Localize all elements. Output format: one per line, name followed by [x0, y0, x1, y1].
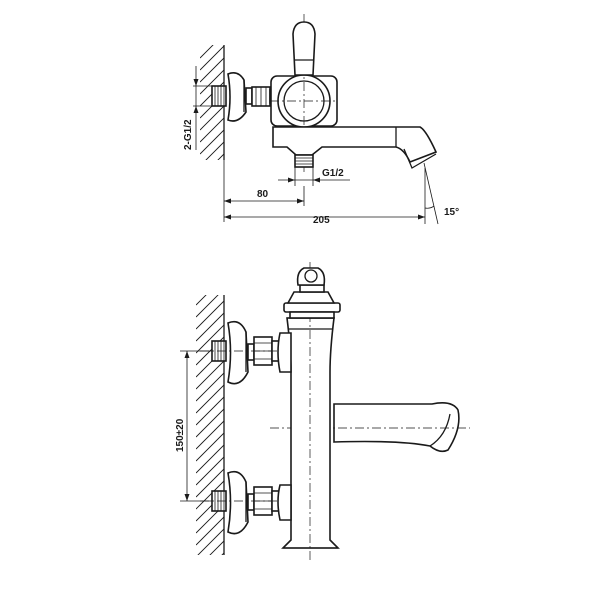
inlet-fitting-lower [200, 470, 300, 535]
mixer-body-side [270, 14, 338, 172]
spout-side [272, 126, 438, 169]
spout-front [270, 402, 470, 453]
wall-hatch-bottom [196, 295, 225, 555]
spout-angle-label: 15° [444, 207, 459, 218]
overall-length-label: 205 [313, 215, 330, 226]
dimensions-side-view: 2-G1/2 G1/2 80 205 [183, 66, 459, 226]
cartridge-cap [283, 267, 341, 319]
lever-handle-side [292, 21, 316, 76]
inlet-fitting-upper [200, 320, 300, 385]
side-elevation-view: 2-G1/2 G1/2 80 205 [183, 14, 459, 226]
mixer-body-front [277, 262, 340, 560]
inlet-fitting-side [211, 72, 279, 122]
inlet-thread-label: 2-G1/2 [183, 119, 194, 150]
center-distance-label: 150±20 [175, 418, 186, 452]
outlet-thread-label: G1/2 [322, 168, 344, 179]
center-distance-dimension: 150±20 [175, 350, 212, 502]
front-elevation-view: 150±20 [175, 262, 470, 560]
wall-to-center-label: 80 [257, 189, 269, 200]
